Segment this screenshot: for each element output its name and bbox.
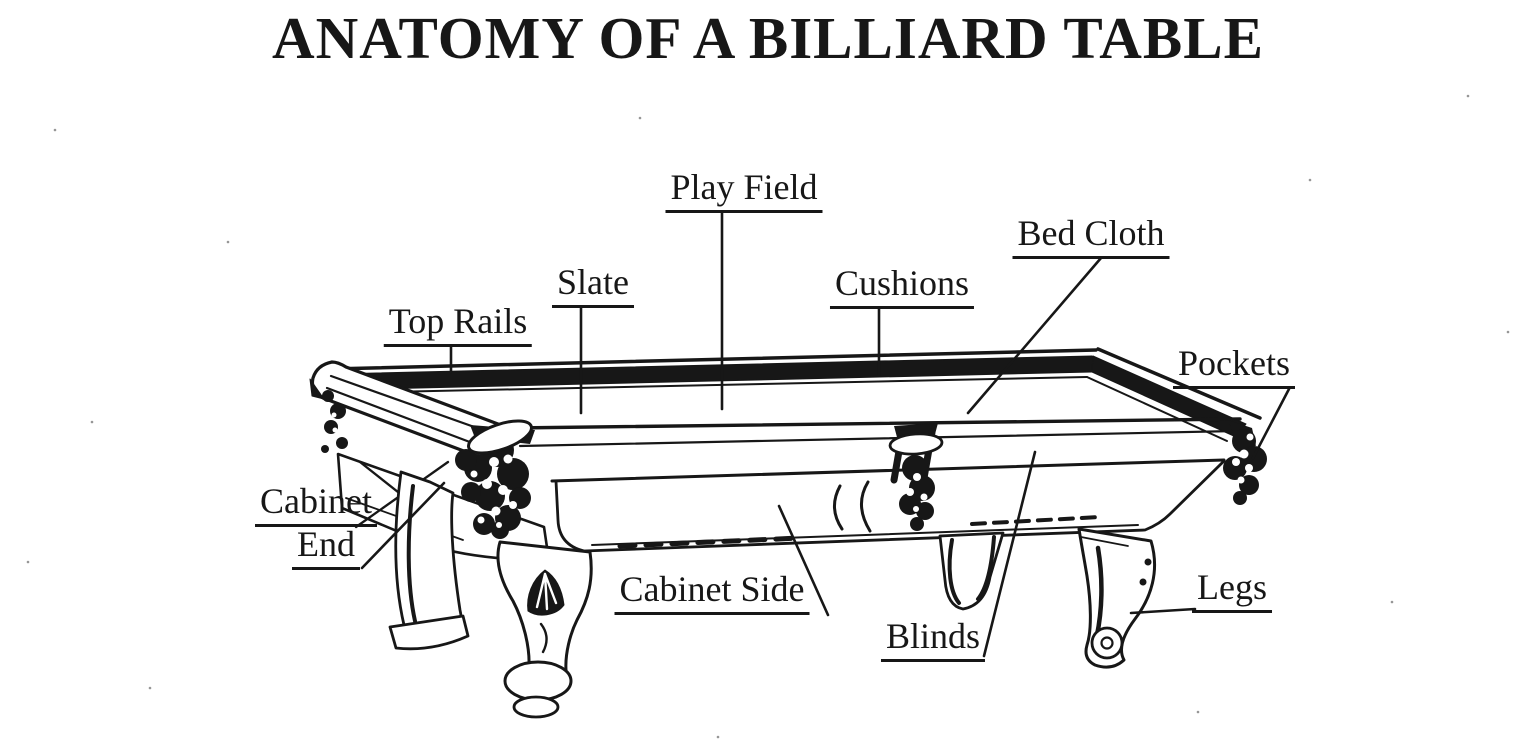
label-cabinet-side: Cabinet Side: [614, 570, 810, 615]
label-play-field: Play Field: [665, 168, 823, 213]
scan-noise: [26, 38, 1510, 739]
leader-cabinet-end: [360, 481, 446, 570]
pocket-back-left: [321, 390, 348, 453]
leg-back-middle: [938, 531, 1005, 611]
leg-back-left: [388, 470, 470, 651]
leader-blinds: [982, 450, 1037, 658]
label-bed-cloth: Bed Cloth: [1012, 214, 1170, 259]
leader-pockets: [1251, 387, 1291, 460]
label-slate: Slate: [552, 263, 634, 308]
label-legs: Legs: [1192, 568, 1272, 613]
leader-bed-cloth: [966, 256, 1103, 415]
back-top-rail: [328, 348, 1098, 394]
pocket-right: [1223, 420, 1267, 505]
page-title: ANATOMY OF A BILLIARD TABLE: [272, 5, 1264, 71]
leg-front-left: [496, 540, 593, 719]
pocket-middle: [888, 423, 944, 531]
label-cabinet-end-line2: End: [292, 525, 360, 570]
label-pockets: Pockets: [1173, 344, 1295, 389]
cabinet-side-panel: [554, 459, 1226, 553]
leg-right: [1077, 527, 1157, 669]
label-cabinet-end-line1: Cabinet: [255, 482, 377, 527]
label-blinds: Blinds: [880, 617, 986, 662]
pocket-front-left: [455, 419, 535, 539]
leader-lines: [360, 210, 1291, 658]
label-top-rails: Top Rails: [383, 302, 533, 347]
front-rail: [511, 417, 1242, 483]
leader-cabinet-side: [777, 504, 830, 617]
leader-legs: [1129, 607, 1197, 615]
label-cushions: Cushions: [829, 264, 975, 309]
